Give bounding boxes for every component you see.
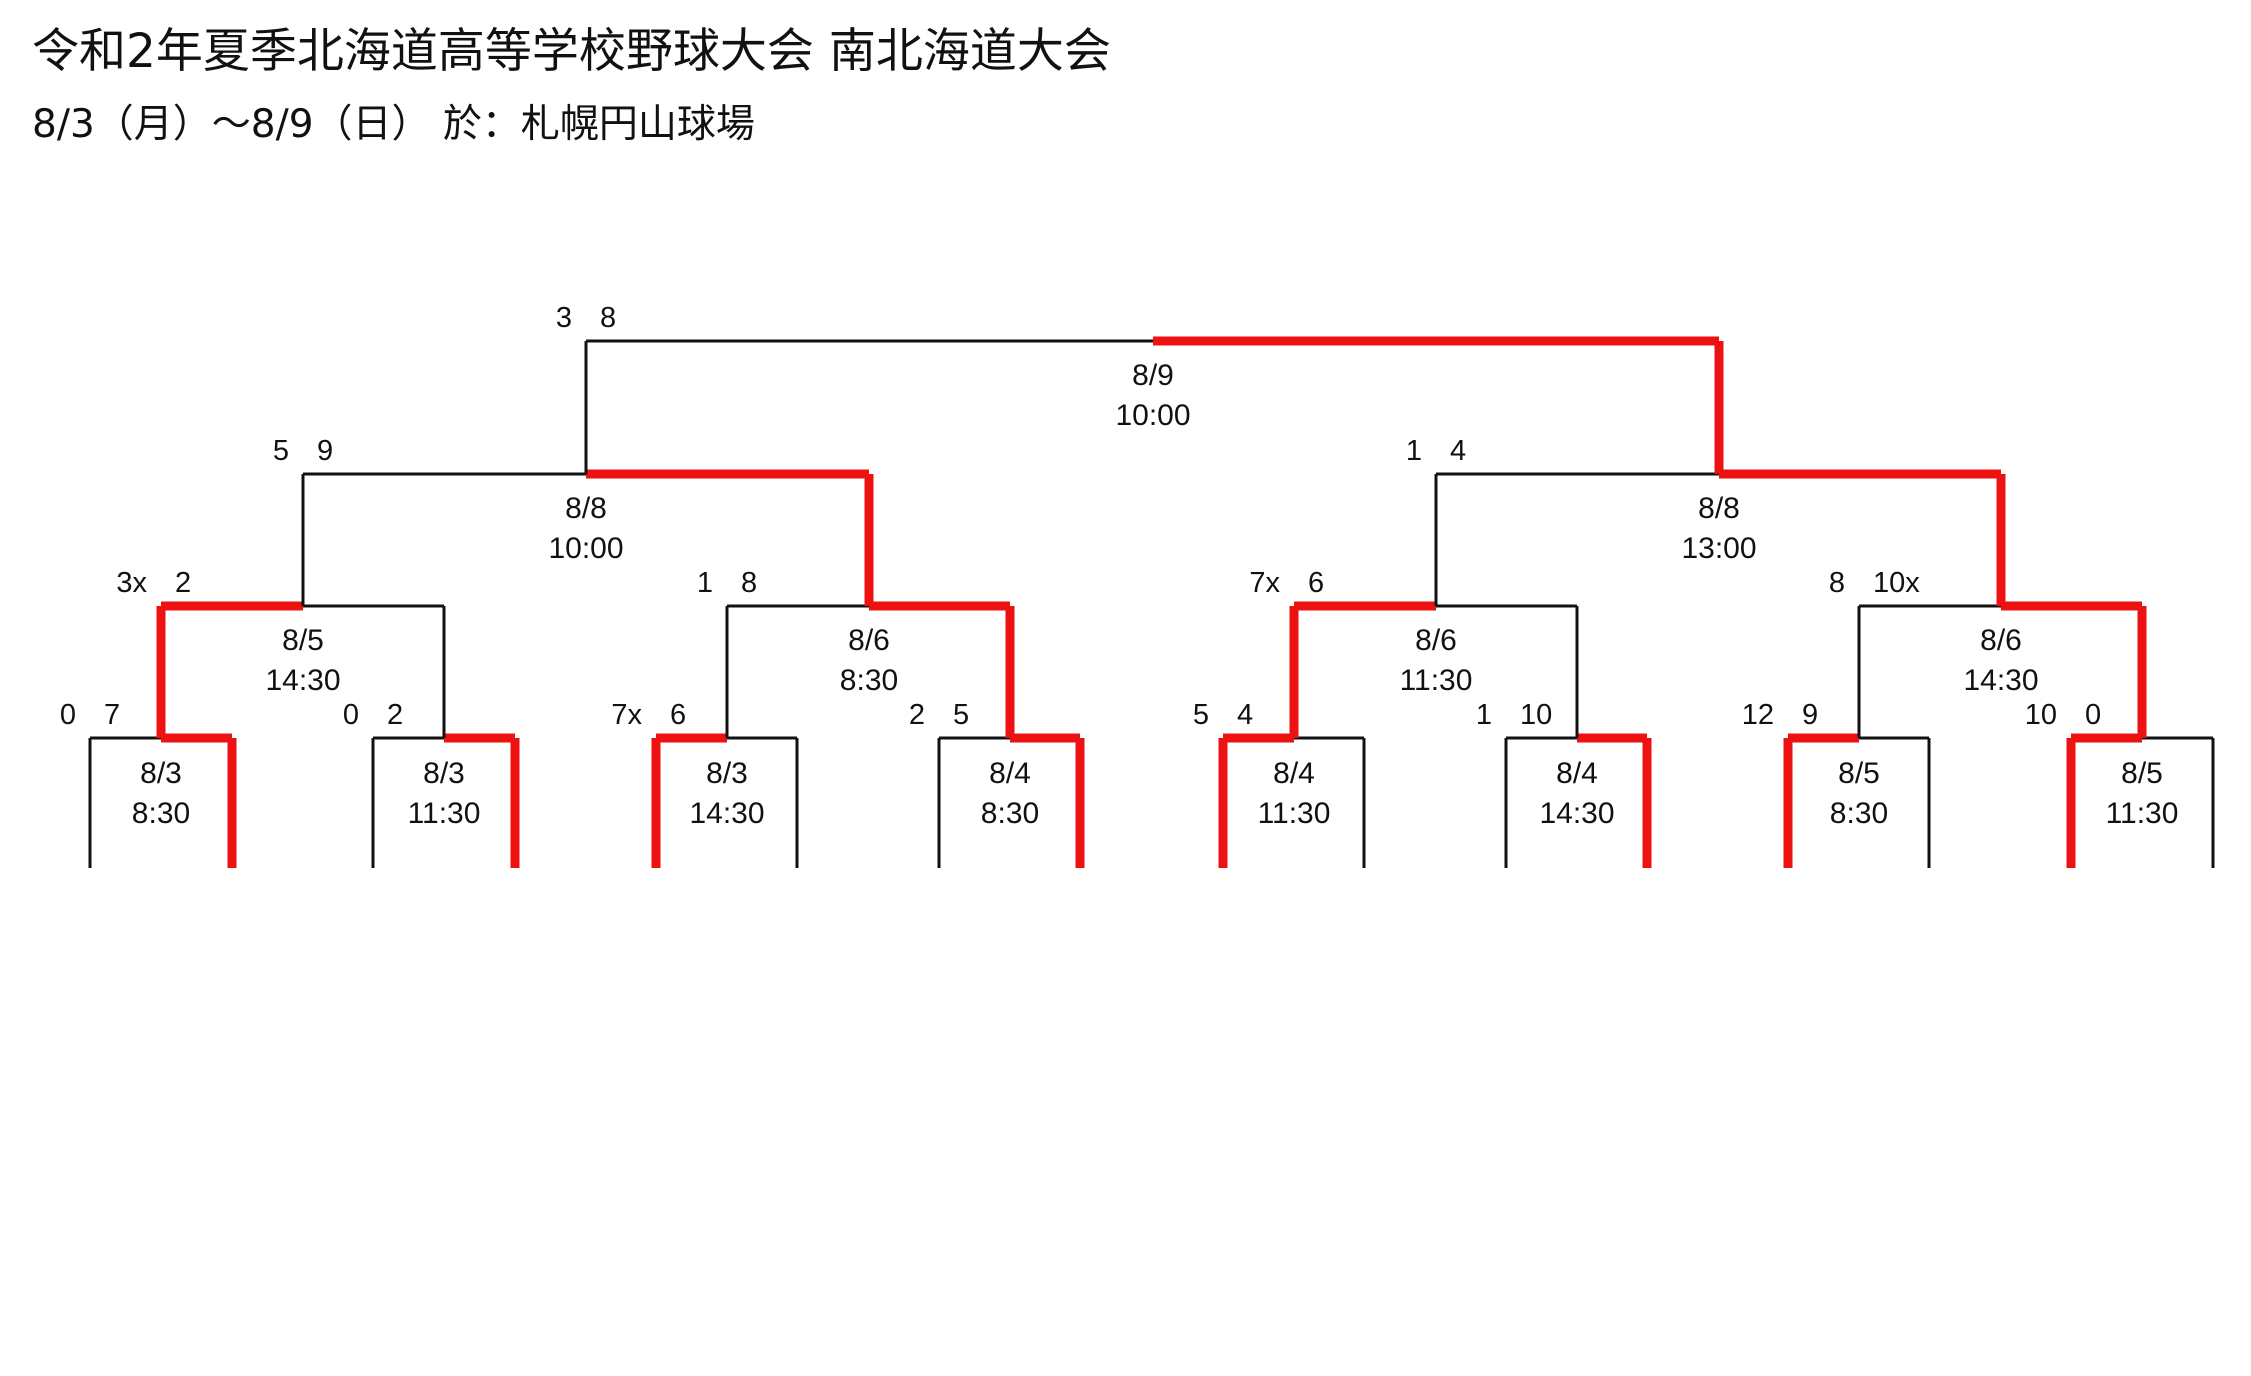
score-label: 6 [670, 699, 686, 731]
score-label: 8 [1829, 567, 1845, 599]
score-label: 2 [909, 699, 925, 731]
match-time: 11:30 [408, 797, 481, 830]
match-date: 8/6 [1980, 624, 2022, 657]
score-label: 3 [556, 302, 572, 334]
score-label: 8 [600, 302, 616, 334]
match-time: 8:30 [1830, 797, 1888, 830]
score-label: 4 [1450, 435, 1466, 467]
match-time: 11:30 [2106, 797, 2179, 830]
tournament-dates-venue: 8/3（月）〜8/9（日） 於：札幌円山球場 [32, 102, 755, 147]
score-label: 0 [2085, 699, 2101, 731]
match-date: 8/9 [1132, 359, 1174, 392]
score-label: 2 [175, 567, 191, 599]
score-label: 6 [1308, 567, 1324, 599]
score-label: 5 [953, 699, 969, 731]
tournament-title: 令和2年夏季北海道高等学校野球大会 南北海道大会 [32, 24, 1111, 79]
match-time: 14:30 [1539, 797, 1614, 830]
match-date: 8/4 [1273, 757, 1315, 790]
score-label: 10x [1873, 567, 1920, 599]
score-label: 4 [1237, 699, 1253, 731]
match-time: 8:30 [132, 797, 190, 830]
score-label: 10 [1520, 699, 1552, 731]
score-label: 1 [1476, 699, 1492, 731]
score-label: 9 [317, 435, 333, 467]
score-label: 8 [741, 567, 757, 599]
score-label: 10 [2025, 699, 2057, 731]
score-label: 9 [1802, 699, 1818, 731]
score-label: 5 [1193, 699, 1209, 731]
match-time: 8:30 [981, 797, 1039, 830]
match-time: 8:30 [840, 664, 898, 697]
match-date: 8/5 [1838, 757, 1880, 790]
match-date: 8/6 [848, 624, 890, 657]
match-date: 8/3 [140, 757, 182, 790]
score-label: 3x [116, 567, 147, 599]
match-time: 13:00 [1681, 532, 1756, 565]
match-date: 8/5 [2121, 757, 2163, 790]
score-label: 2 [387, 699, 403, 731]
score-label: 7x [611, 699, 642, 731]
score-label: 5 [273, 435, 289, 467]
score-label: 1 [697, 567, 713, 599]
score-label: 0 [60, 699, 76, 731]
match-time: 14:30 [689, 797, 764, 830]
match-time: 14:30 [265, 664, 340, 697]
match-date: 8/5 [282, 624, 324, 657]
score-label: 1 [1406, 435, 1422, 467]
match-time: 11:30 [1400, 664, 1473, 697]
match-date: 8/8 [565, 492, 607, 525]
score-label: 7 [104, 699, 120, 731]
score-label: 7x [1249, 567, 1280, 599]
match-time: 10:00 [548, 532, 623, 565]
match-date: 8/3 [706, 757, 748, 790]
match-date: 8/6 [1415, 624, 1457, 657]
match-date: 8/4 [989, 757, 1031, 790]
match-time: 14:30 [1963, 664, 2038, 697]
match-date: 8/3 [423, 757, 465, 790]
score-label: 12 [1742, 699, 1774, 731]
match-date: 8/8 [1698, 492, 1740, 525]
score-label: 0 [343, 699, 359, 731]
match-date: 8/4 [1556, 757, 1598, 790]
match-time: 11:30 [1258, 797, 1331, 830]
match-time: 10:00 [1115, 399, 1190, 432]
